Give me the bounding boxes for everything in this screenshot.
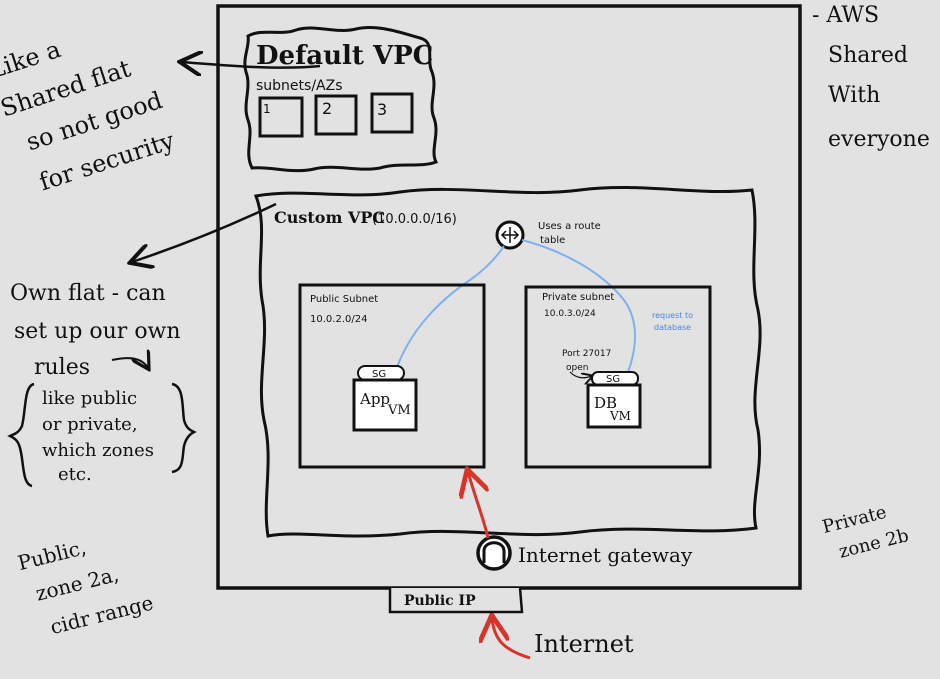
app-vm-label-2: VM [387, 403, 411, 418]
rules-arrow [111, 358, 148, 368]
public-ip-label: Public IP [404, 593, 476, 609]
default-subnet-box-3 [370, 92, 414, 134]
app-to-router-connection [395, 245, 505, 371]
router-note-line-1: Uses a route [538, 221, 601, 232]
aws-region-label: - AWS [812, 3, 879, 28]
custom-vpc-note-line-3: rules [34, 355, 90, 380]
public-zone-line-1: Public, [15, 535, 88, 575]
internet-label: Internet [534, 630, 634, 658]
router-arrows-icon [500, 227, 520, 243]
request-note-line-2: database [654, 323, 691, 332]
default-subnet-label-2: 2 [322, 99, 332, 118]
rules-example-line-1: like public [42, 388, 137, 409]
db-vm-box[interactable] [586, 383, 642, 429]
private-subnet-title: Private subnet [542, 292, 614, 303]
custom-vpc-note-line-2: set up our own [14, 319, 181, 344]
rules-example-line-3: which zones [42, 440, 154, 461]
default-vpc-cloud [243, 26, 439, 173]
aws-shared-line-1: Shared [828, 43, 908, 68]
default-vpc-note: Like a Shared flat so not good for secur… [0, 35, 178, 196]
default-vpc-note-arrow [182, 62, 321, 68]
private-subnet-cidr: 10.0.3.0/24 [544, 309, 596, 319]
db-vm-label-2: VM [609, 409, 631, 423]
aws-shared-line-3: everyone [828, 127, 930, 152]
rules-example-line-2: or private, [42, 414, 138, 435]
default-subnet-label-1: 1 [263, 102, 271, 116]
db-vm-label-1: DB [594, 394, 617, 412]
db-sg-label: SG [606, 374, 620, 385]
aws-shared-line-2: With [828, 83, 880, 108]
public-ip-tab [388, 587, 524, 614]
custom-vpc-title: Custom VPC [274, 208, 385, 227]
private-subnet-box [524, 285, 712, 469]
public-subnet-title: Public Subnet [310, 294, 378, 305]
request-note-line-1: request to [652, 311, 693, 320]
default-vpc-subnets-label: subnets/AZs [256, 78, 343, 94]
custom-vpc-note-arrow [132, 202, 277, 262]
public-zone-note: Public, zone 2a, cidr range [15, 535, 155, 639]
custom-vpc-cidr: (10.0.0.0/16) [372, 212, 457, 227]
left-brace [7, 382, 35, 488]
right-brace [171, 382, 197, 474]
custom-vpc-cloud [253, 185, 762, 538]
port-note-line-2: open [566, 363, 588, 373]
router-note-line-2: table [540, 235, 565, 246]
gateway-arch-icon [482, 541, 506, 563]
custom-vpc-note-line-1: Own flat - can [10, 281, 166, 306]
public-subnet-box [298, 283, 486, 469]
app-sg-label: SG [372, 369, 386, 380]
default-subnet-box-2 [314, 94, 358, 136]
private-zone-note: Private zone 2b [820, 502, 911, 563]
default-vpc-title: Default VPC [256, 41, 433, 71]
app-vm-label-1: App [359, 390, 390, 408]
default-subnet-label-3: 3 [377, 100, 387, 119]
public-subnet-cidr: 10.0.2.0/24 [310, 314, 367, 325]
gateway-to-public-subnet-arrow [468, 472, 490, 539]
internet-to-public-ip-arrow [492, 618, 531, 660]
port-note-arrow [569, 371, 592, 378]
router-to-db-connection [521, 239, 636, 373]
default-subnet-box-1 [258, 96, 304, 138]
port-note-line-1: Port 27017 [562, 349, 611, 359]
rules-example-line-4: etc. [58, 464, 92, 485]
internet-gateway-label: Internet gateway [518, 543, 693, 567]
app-vm-box[interactable] [352, 378, 418, 432]
